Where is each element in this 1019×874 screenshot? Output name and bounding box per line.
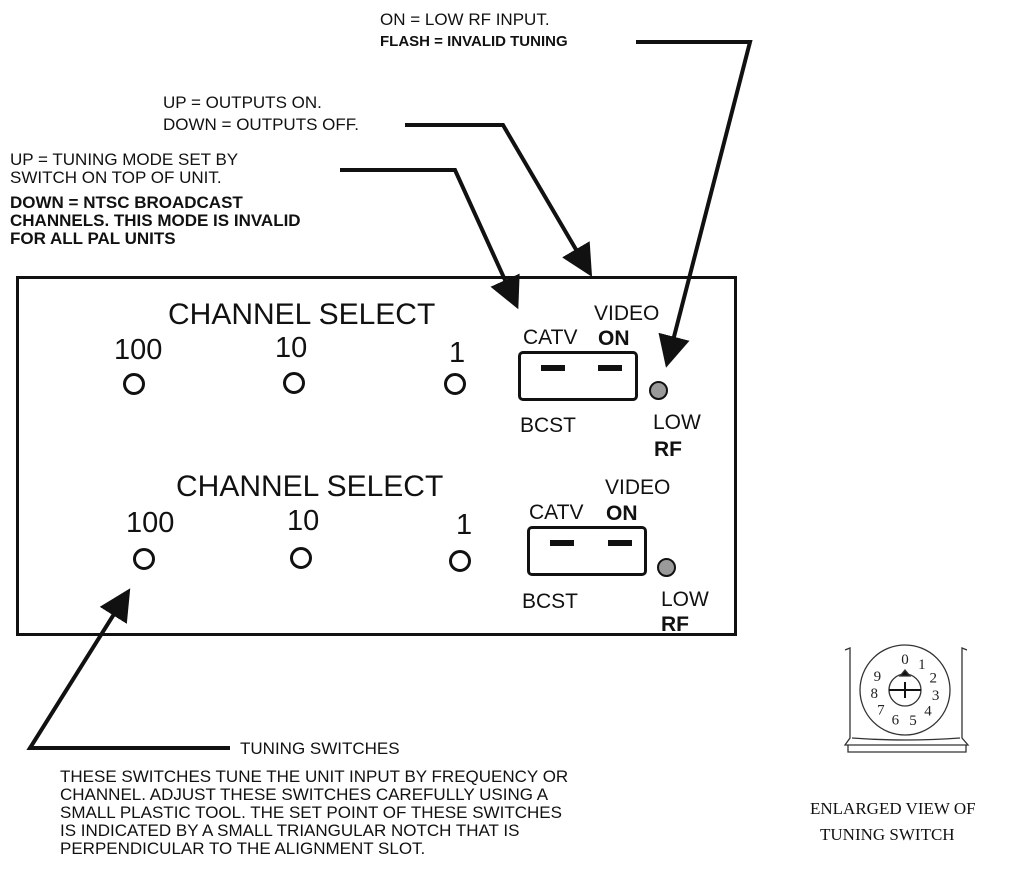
enlarged-view-caption-line2: TUNING SWITCH: [820, 825, 955, 844]
tuning-switches-arrow: [26, 588, 230, 750]
digit-label-1-row1: 1: [449, 337, 466, 369]
video-toggle-row1[interactable]: [598, 365, 622, 371]
channel-select-title-2: CHANNEL SELECT: [176, 470, 444, 503]
enlarged-tuning-switch: [843, 644, 970, 753]
digit-label-100-row1: 100: [114, 334, 163, 366]
low-label-row2: LOW: [661, 588, 709, 611]
tuning-mode-callout-line4: CHANNELS. THIS MODE IS INVALID: [10, 211, 301, 230]
tuning-switch-10-row2[interactable]: [290, 547, 312, 569]
low-rf-arrow: [636, 40, 753, 368]
channel-select-title-1: CHANNEL SELECT: [168, 298, 436, 331]
catv-bcst-switch-row1[interactable]: [518, 351, 638, 401]
catv-bcst-switch-row2[interactable]: [527, 526, 647, 576]
tuning-switch-1-row2[interactable]: [449, 550, 471, 572]
front-panel: [16, 276, 737, 636]
video-label-row2: VIDEO: [605, 476, 671, 499]
dial-digit-6: 6: [892, 713, 900, 729]
tuning-switch-100-row2[interactable]: [133, 548, 155, 570]
dial-digit-1: 1: [918, 657, 926, 673]
tuning-switches-line4: IS INDICATED BY A SMALL TRIANGULAR NOTCH…: [60, 821, 520, 840]
catv-label-row2: CATV: [529, 501, 584, 524]
tuning-switches-line1: THESE SWITCHES TUNE THE UNIT INPUT BY FR…: [60, 767, 569, 786]
bcst-label-row2: BCST: [522, 590, 579, 613]
digit-label-10-row1: 10: [275, 332, 308, 364]
video-label-row1: VIDEO: [594, 302, 660, 325]
rf-label-row2: RF: [661, 613, 689, 636]
low-rf-led-row1: [649, 381, 668, 400]
rf-label-row1: RF: [654, 438, 682, 461]
outputs-arrow: [405, 123, 593, 277]
tuning-switches-line2: CHANNEL. ADJUST THESE SWITCHES CAREFULLY…: [60, 785, 549, 804]
tuning-switch-1-row1[interactable]: [444, 373, 466, 395]
tuning-mode-callout-line1: UP = TUNING MODE SET BY: [10, 150, 239, 169]
dial-digit-7: 7: [877, 703, 885, 719]
dial-digit-3: 3: [932, 688, 940, 704]
video-toggle-row2[interactable]: [608, 540, 632, 546]
dial-digit-4: 4: [924, 704, 932, 720]
tuning-mode-arrow: [340, 168, 520, 310]
digit-label-100-row2: 100: [126, 507, 175, 539]
enlarged-view-caption-line1: ENLARGED VIEW OF: [810, 799, 976, 818]
bcst-label-row1: BCST: [520, 414, 577, 437]
tuning-switches-line3: SMALL PLASTIC TOOL. THE SET POINT OF THE…: [60, 803, 562, 822]
low-rf-callout-line2: FLASH = INVALID TUNING: [380, 33, 568, 50]
tuning-mode-callout-line5: FOR ALL PAL UNITS: [10, 229, 176, 248]
video-on-label-row2: ON: [606, 502, 638, 525]
outputs-callout-line1: UP = OUTPUTS ON.: [163, 93, 322, 112]
dial-digit-0: 0: [901, 652, 909, 668]
tuning-mode-callout-line2: SWITCH ON TOP OF UNIT.: [10, 168, 222, 187]
video-on-label-row1: ON: [598, 327, 630, 350]
low-rf-led-row2: [657, 558, 676, 577]
dial-digit-2: 2: [930, 670, 938, 686]
tuning-switches-line5: PERPENDICULAR TO THE ALIGNMENT SLOT.: [60, 839, 426, 858]
low-rf-callout-line1: ON = LOW RF INPUT.: [380, 10, 550, 29]
digit-label-1-row2: 1: [456, 509, 473, 541]
catv-label-row1: CATV: [523, 326, 578, 349]
catv-bcst-toggle-row1[interactable]: [541, 365, 565, 371]
tuning-mode-callout-line3: DOWN = NTSC BROADCAST: [10, 193, 243, 212]
dial-digit-5: 5: [909, 713, 917, 729]
tuning-switch-100-row1[interactable]: [123, 373, 145, 395]
dial-digit-8: 8: [870, 686, 878, 702]
tuning-switch-10-row1[interactable]: [283, 372, 305, 394]
dial-digit-9: 9: [874, 669, 882, 685]
tuning-switches-heading: TUNING SWITCHES: [240, 739, 400, 758]
outputs-callout-line2: DOWN = OUTPUTS OFF.: [163, 115, 359, 134]
low-label-row1: LOW: [653, 411, 701, 434]
digit-label-10-row2: 10: [287, 505, 320, 537]
catv-bcst-toggle-row2[interactable]: [550, 540, 574, 546]
